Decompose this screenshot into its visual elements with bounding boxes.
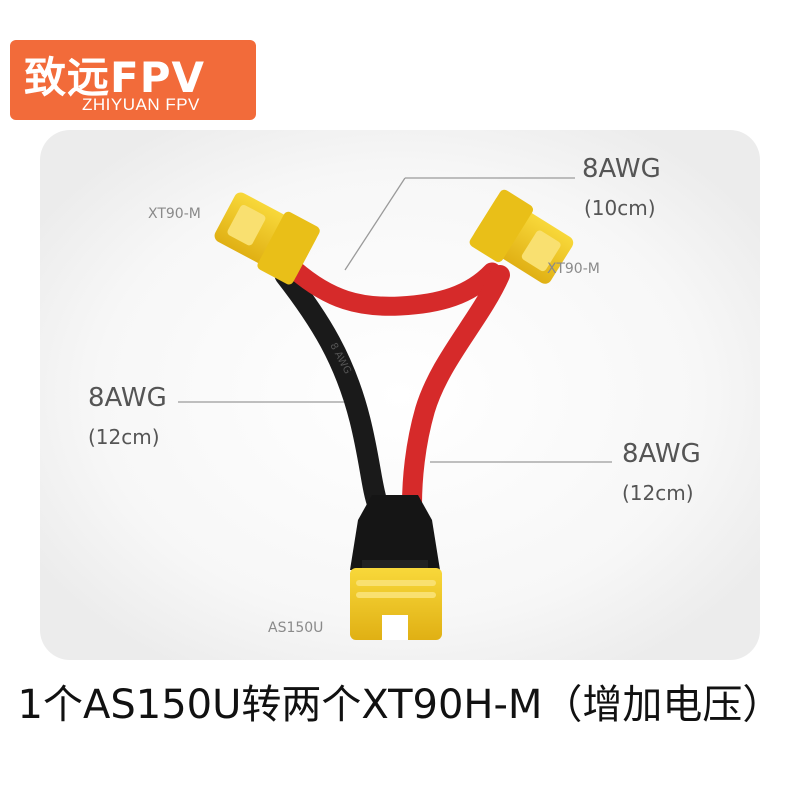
photo-backdrop: [40, 130, 760, 660]
label-top-length: (10cm): [584, 196, 656, 220]
brand-subtitle: ZHIYUAN FPV: [82, 95, 200, 114]
label-as150u: AS150U: [268, 620, 323, 636]
leader-lines: [178, 177, 612, 463]
label-xt90-right: XT90-M: [547, 261, 600, 277]
as150u-connector: [350, 495, 442, 640]
label-left-length: (12cm): [88, 425, 160, 449]
label-left-gauge: 8AWG: [88, 383, 167, 413]
xt90-left-connector: [214, 192, 320, 285]
product-caption: 1个AS150U转两个XT90H-M（增加电压）: [17, 682, 783, 728]
red-wire-bridge: [285, 260, 502, 316]
xt90-right-connector: [469, 189, 574, 284]
label-right-length: (12cm): [622, 481, 694, 505]
label-right-gauge: 8AWG: [622, 439, 701, 469]
label-xt90-left: XT90-M: [148, 206, 201, 222]
brand-logo: 致远FPV ZHIYUAN FPV: [10, 40, 256, 120]
red-wire-right: [402, 265, 510, 515]
brand-name: 致远FPV: [24, 53, 205, 102]
label-top-gauge: 8AWG: [582, 154, 661, 184]
black-wire: [274, 264, 389, 516]
